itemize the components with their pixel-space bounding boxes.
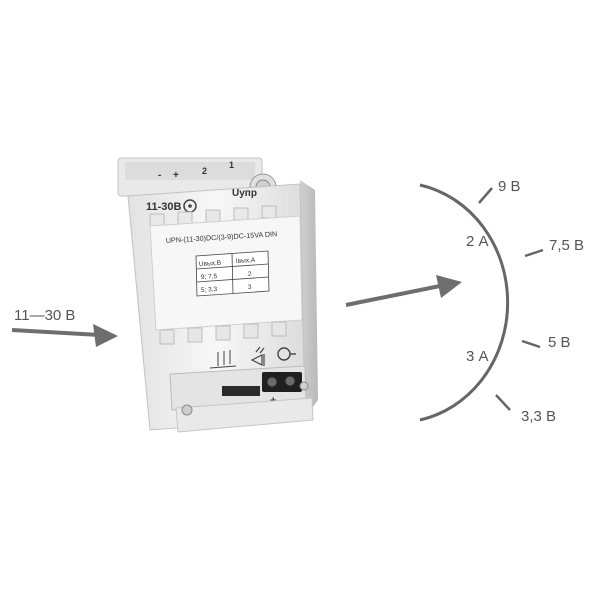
input-arrow-head (93, 324, 118, 347)
top-terminal-strip (125, 162, 255, 180)
mounting-screw-left (181, 404, 193, 416)
voltage-range-label: 11-30В (146, 201, 182, 213)
output-arrow-shaft (345, 284, 441, 307)
label-5v: 5 В (548, 334, 571, 351)
tick-7-5v (524, 248, 544, 258)
spec-table: Uвых,В Iвых,А 9; 7,5 2 5; 3,3 3 (195, 250, 270, 297)
arc-ticks (478, 187, 544, 411)
terminal-1: 1 (229, 160, 234, 170)
din-rail-foot (175, 397, 314, 433)
terminal-2: 2 (202, 166, 207, 176)
label-9v: 9 В (498, 178, 521, 195)
label-current-3a: 3 А (466, 348, 489, 365)
mode-switch (222, 386, 260, 396)
control-label: Uупр (232, 188, 257, 199)
tick-5v (521, 339, 541, 349)
label-current-2a: 2 А (466, 233, 489, 250)
label-3-3v: 3,3 В (521, 408, 556, 425)
tick-9v (478, 187, 493, 204)
terminal-plus: + (173, 170, 179, 181)
bottom-ribs (159, 321, 287, 345)
table-header-voltage: Uвых,В (199, 260, 222, 268)
table-header-current: Iвых,А (236, 257, 256, 265)
input-voltage-label: 11—30 В (14, 307, 75, 324)
input-arrow-shaft (11, 328, 101, 337)
tick-3-3v (495, 394, 511, 411)
potentiometer-icon (209, 350, 237, 369)
output-arrow-head (436, 275, 462, 298)
led-icon (250, 346, 265, 366)
table-cell-current-2: 3 (248, 284, 252, 291)
device-side (300, 180, 318, 418)
table-cell-current-1: 2 (248, 271, 252, 278)
mounting-screw-right (299, 381, 309, 391)
power-supply-device: - + 2 1 11-30В Uупр UPN-(11-30)DC/(3-9)D… (117, 157, 318, 433)
table-cell-voltage-1: 9; 7,5 (201, 273, 218, 281)
table-cell-voltage-2: 5; 3,3 (201, 286, 218, 294)
terminal-screw-minus (284, 375, 296, 387)
terminal-minus: - (158, 170, 161, 181)
output-arrow (345, 275, 462, 307)
terminal-screw-plus (266, 376, 278, 388)
output-range-arc (419, 183, 510, 422)
label-7-5v: 7,5 В (549, 237, 584, 254)
input-arrow (11, 324, 118, 347)
